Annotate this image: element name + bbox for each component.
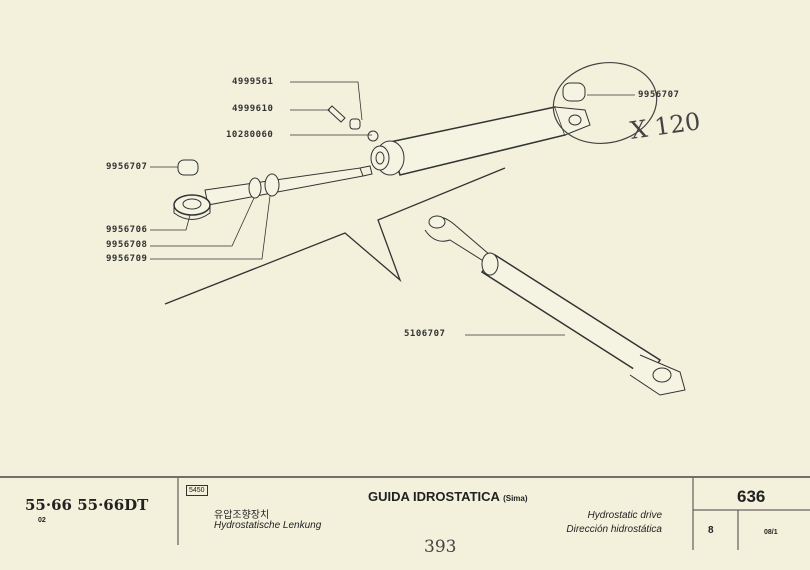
- part-label: 9956709: [106, 254, 148, 264]
- title-text: GUIDA IDROSTATICA: [368, 489, 500, 504]
- group-code: 5450: [186, 485, 208, 496]
- handwritten-page-number: 393: [424, 537, 457, 557]
- title-english: Hydrostatic drive: [587, 510, 662, 521]
- handwritten-circle: [552, 61, 658, 145]
- sheet-number: 8: [708, 525, 714, 536]
- leader-lines: [150, 81, 635, 336]
- part-label: 9956707: [638, 90, 680, 100]
- title-spanish: Dirección hidrostática: [566, 524, 662, 535]
- title-suffix: (Sima): [503, 494, 528, 503]
- model-numbers: 55·66 55·66DT: [25, 496, 149, 514]
- callout-outline: [164, 167, 506, 305]
- title-german: Hydrostatische Lenkung: [214, 520, 322, 531]
- page-title: GUIDA IDROSTATICA (Sima): [368, 489, 528, 504]
- part-label: 9956706: [106, 225, 148, 235]
- footer-frame: [0, 476, 810, 550]
- model-code: 02: [38, 517, 46, 524]
- page-number: 636: [737, 487, 766, 506]
- piston-rod: [173, 105, 379, 220]
- part-label: 4999561: [232, 77, 274, 87]
- part-label: 9956707: [106, 162, 148, 172]
- title-korean: 유압조향장치: [214, 510, 270, 521]
- part-label: 9956708: [106, 240, 148, 250]
- cylinder-upper: [370, 82, 591, 176]
- cylinder-lower: [424, 215, 686, 396]
- part-label: 5106707: [404, 329, 446, 339]
- part-label: 10280060: [226, 130, 274, 140]
- part-label: 4999610: [232, 104, 274, 114]
- revision: 08/1: [764, 529, 778, 536]
